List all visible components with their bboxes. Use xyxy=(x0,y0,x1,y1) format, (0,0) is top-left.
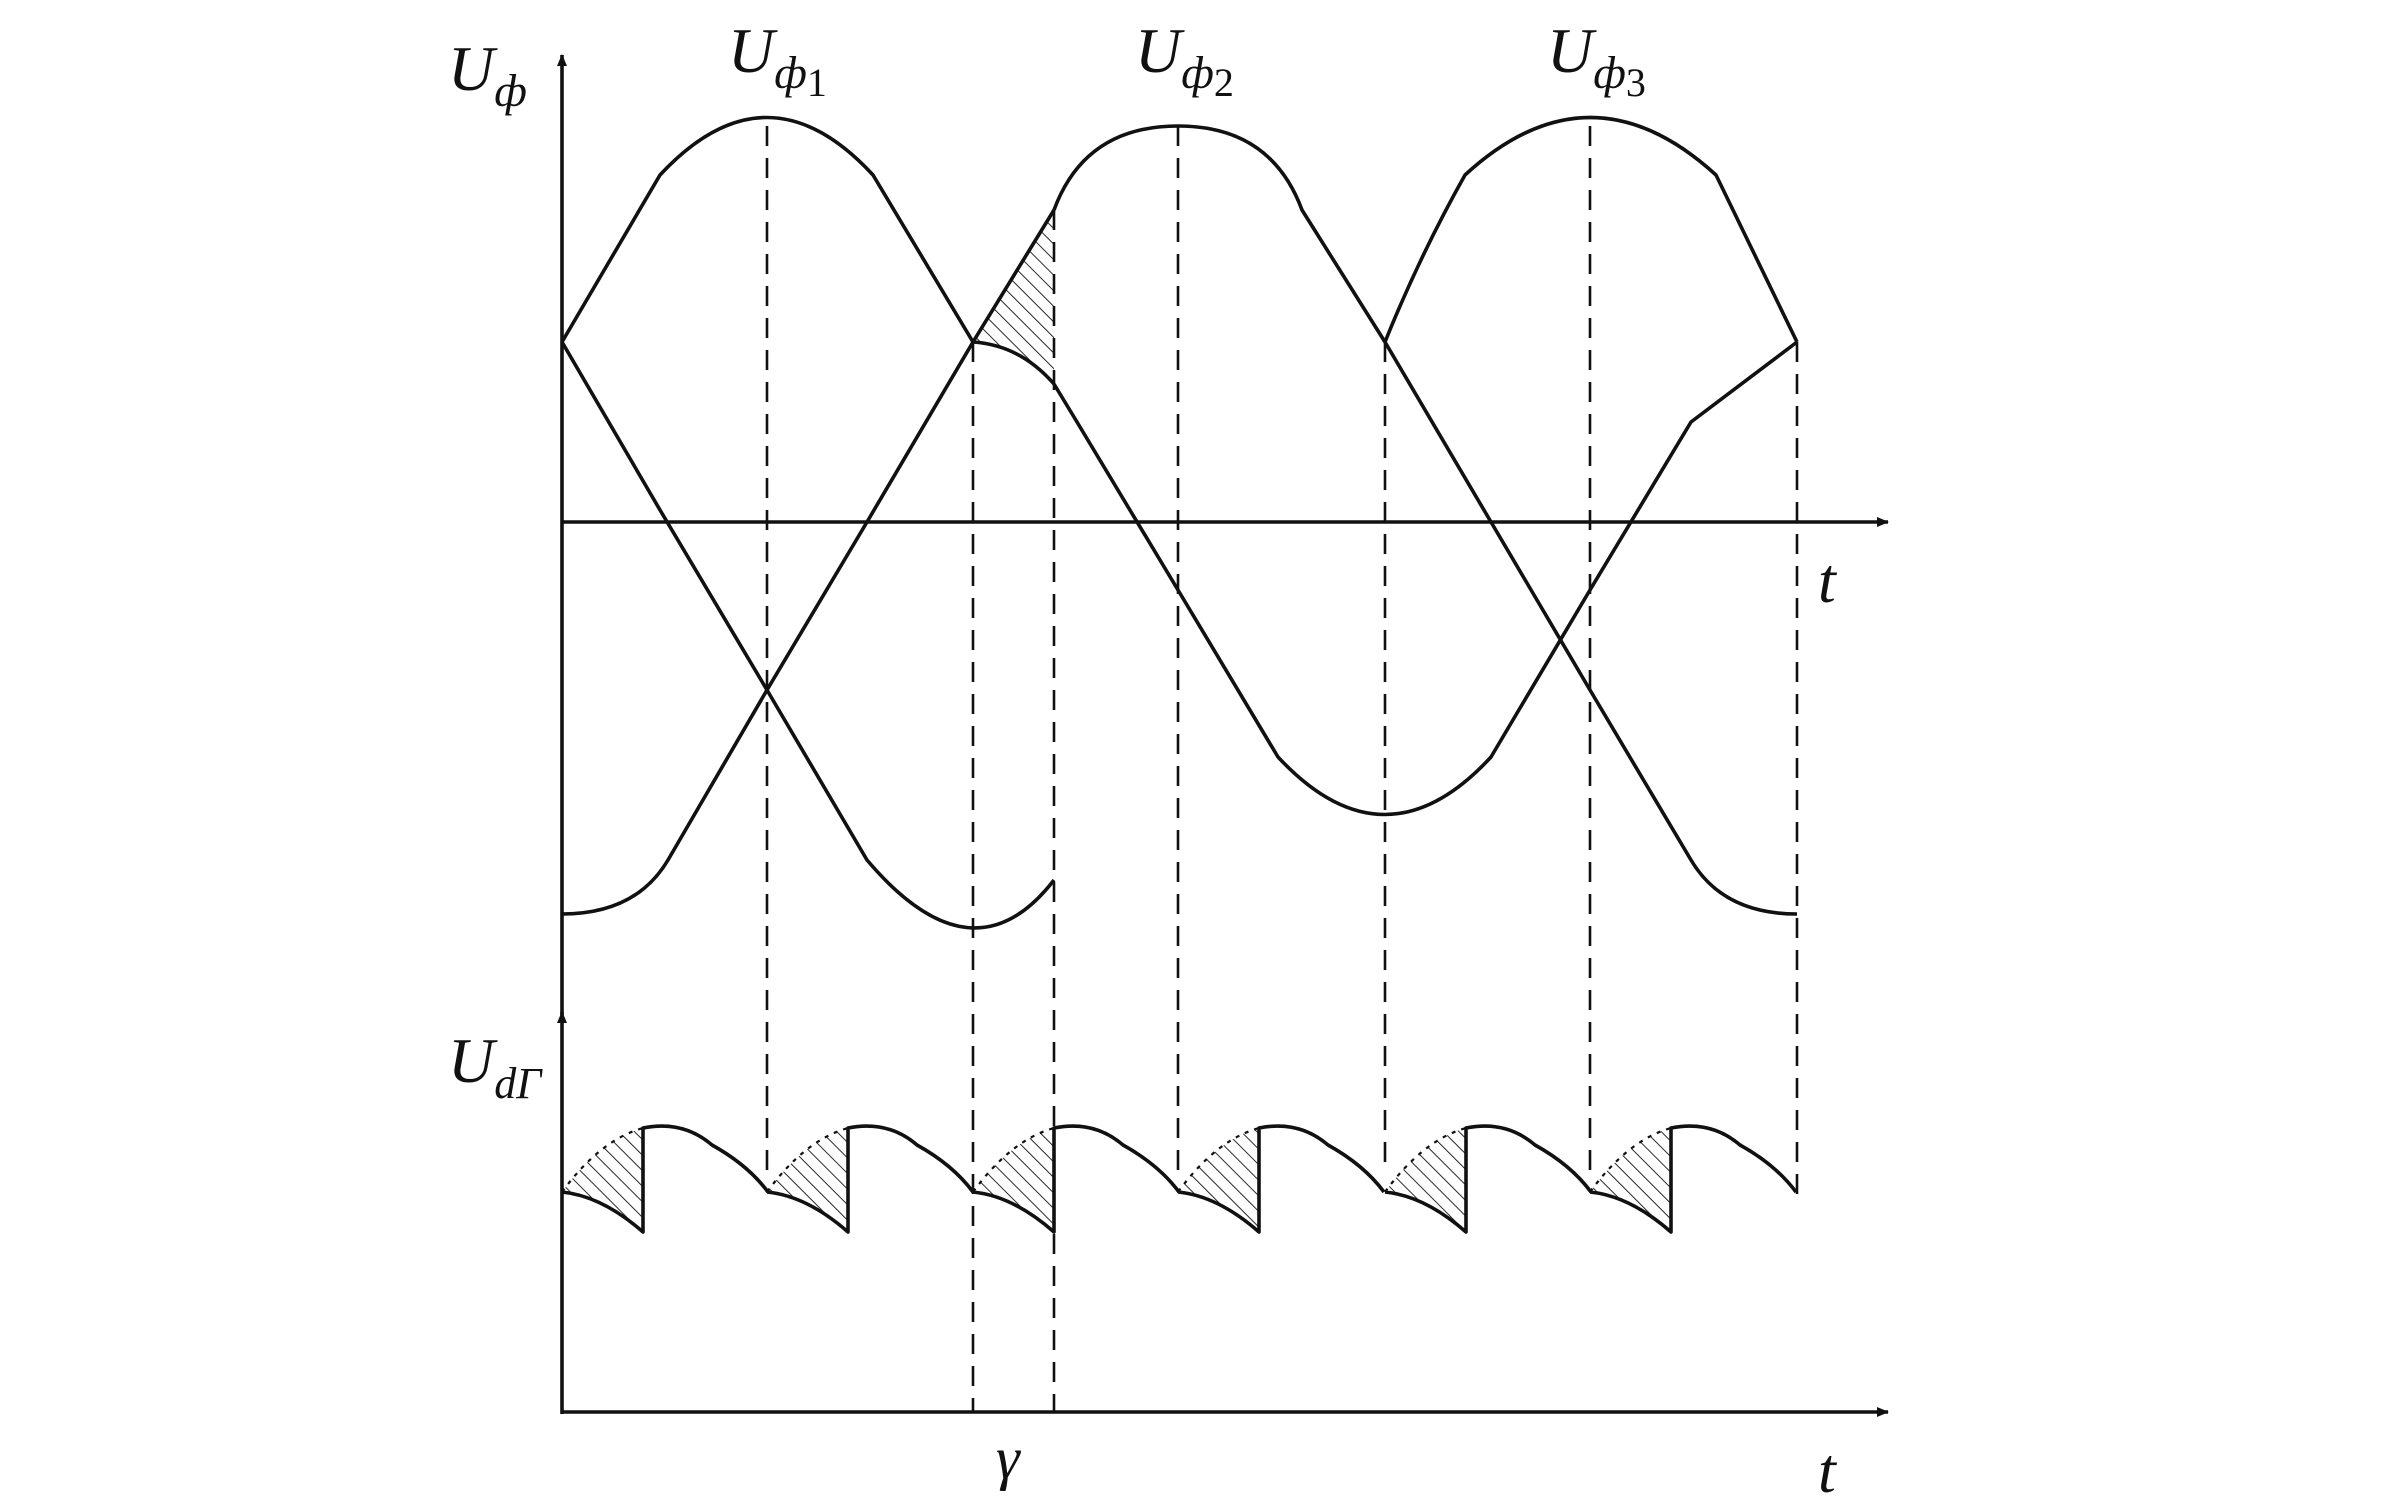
ripple-commutation-area xyxy=(767,1128,848,1232)
phase-2-curve-lower xyxy=(560,341,1056,930)
phase-1-label: Uф1 xyxy=(728,15,827,105)
gamma-label: γ xyxy=(996,1425,1021,1491)
ripple-commutation-area xyxy=(973,1128,1054,1232)
ripple-dotted-extension xyxy=(766,1126,849,1193)
ripple-segment xyxy=(1384,1124,1593,1234)
ripple-commutation-area xyxy=(1385,1128,1466,1232)
ripple-segment xyxy=(1177,1124,1386,1234)
ripple-segment xyxy=(972,1124,1181,1234)
phase-curves xyxy=(560,115,1799,930)
ripple-dotted-extension xyxy=(1177,1126,1260,1193)
commutation-areas xyxy=(973,210,1054,384)
ripple-dotted-extension xyxy=(561,1126,644,1193)
phase-1-curve-lower xyxy=(1052,340,1799,817)
ripple-segment xyxy=(561,1124,770,1234)
commutation-area-top xyxy=(973,210,1054,384)
ripple-dotted-extension xyxy=(972,1126,1055,1193)
phase-3-curve-upper xyxy=(1383,115,1799,343)
ripple-segment xyxy=(766,1124,975,1234)
top-axis-label: Uф xyxy=(448,33,527,116)
phase-2-label: Uф2 xyxy=(1135,15,1234,105)
ripple-commutation-area xyxy=(562,1128,643,1232)
top-time-label: t xyxy=(1818,545,1838,616)
phase-2-curve xyxy=(1052,124,1798,916)
rectified-voltage xyxy=(561,1124,1798,1234)
guide-lines xyxy=(765,126,1799,1412)
phase-1-commutation-curve xyxy=(972,340,1056,386)
ripple-commutation-area xyxy=(1590,1128,1671,1232)
bottom-axis-label: UdГ xyxy=(448,1025,543,1108)
bottom-time-label: t xyxy=(1818,1435,1838,1500)
phase-3-label: Uф3 xyxy=(1547,15,1646,105)
ripple-dotted-extension xyxy=(1384,1126,1467,1193)
phase-1-curve xyxy=(560,115,975,343)
axes xyxy=(557,54,1889,1417)
phase-3-curve xyxy=(561,209,1056,916)
ripple-commutation-area xyxy=(1178,1128,1259,1232)
ripple-dotted-extension xyxy=(1589,1126,1672,1193)
labels: Uф Uф1 Uф2 Uф3 t UdГ t γ xyxy=(448,15,1838,1500)
ripple-segment xyxy=(1589,1124,1798,1234)
